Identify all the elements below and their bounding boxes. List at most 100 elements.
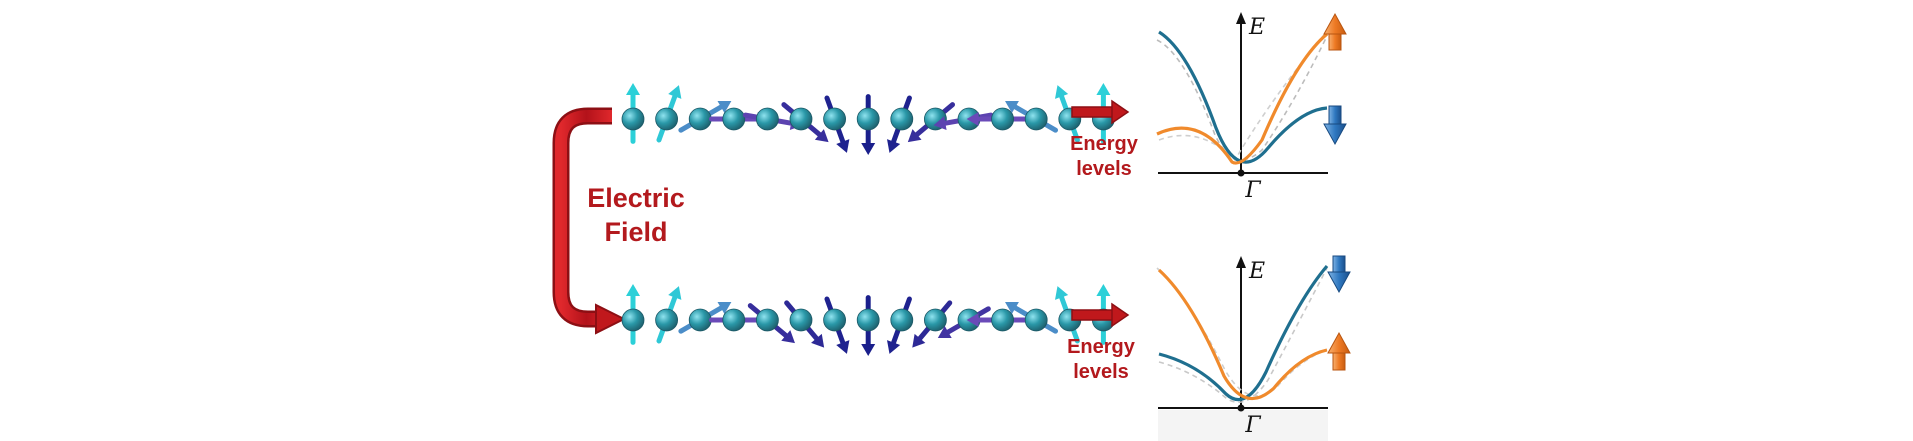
- spin-up-indicator-icon: [1323, 12, 1347, 51]
- spin-arrow-head: [626, 284, 640, 296]
- atom-sphere: [789, 107, 813, 131]
- field-label-line2: Field: [604, 217, 667, 247]
- spin-site: [784, 300, 825, 348]
- band-plot-top: E Γ: [1156, 12, 1347, 203]
- spin-site: [678, 301, 732, 334]
- spin-site: [887, 95, 914, 153]
- spin-site: [1005, 301, 1059, 334]
- spin-arrow-head: [1096, 284, 1111, 296]
- spin-arrow-head: [668, 85, 682, 99]
- band-up-reference: [1156, 267, 1327, 397]
- energy-label-top-line1: Energy: [1070, 133, 1139, 155]
- spin-site: [747, 303, 795, 344]
- gamma-label: Γ: [1244, 178, 1261, 203]
- spin-site: [856, 94, 880, 155]
- energy-label-bottom-line2: levels: [1073, 361, 1129, 383]
- spin-arrow-head: [1005, 301, 1019, 315]
- atom-sphere: [621, 308, 645, 332]
- atom-sphere: [1024, 308, 1048, 332]
- spin-arrow-head: [1096, 83, 1111, 95]
- atom-sphere: [890, 107, 914, 131]
- spin-site: [621, 284, 645, 345]
- spin-arrow-head: [717, 301, 732, 315]
- gamma-label: Γ: [1244, 413, 1261, 438]
- atom-sphere: [823, 308, 846, 332]
- energy-axis-arrowhead: [1236, 256, 1246, 268]
- atom-sphere: [856, 107, 880, 131]
- spin-site: [655, 286, 682, 344]
- spin-arrow-head: [668, 286, 682, 300]
- atom-sphere: [655, 107, 678, 131]
- spin-site: [966, 107, 1028, 131]
- spin-arrow-head: [966, 313, 979, 327]
- atom-sphere: [722, 107, 746, 131]
- energy-arrow-top: [1071, 99, 1130, 125]
- spin-arrow-head: [912, 333, 926, 348]
- atom-sphere: [688, 107, 712, 131]
- gamma-point-dot: [1237, 169, 1245, 177]
- gamma-point-dot: [1237, 404, 1245, 412]
- spin-arrow-head: [814, 129, 829, 143]
- spin-site: [655, 85, 682, 143]
- atom-sphere: [688, 308, 712, 332]
- spin-down-indicator-icon: [1323, 105, 1347, 146]
- spin-site: [966, 308, 1028, 332]
- spin-arrow-head: [937, 325, 952, 339]
- band-spin-up: [1157, 268, 1328, 401]
- spin-chain-bottom: [621, 284, 1115, 356]
- spin-site: [823, 95, 850, 153]
- spin-arrow-head: [907, 129, 922, 143]
- spin-site: [856, 295, 880, 356]
- spin-site: [912, 300, 953, 348]
- spin-site: [621, 83, 645, 144]
- band-up-reference: [1158, 29, 1329, 162]
- band-spin-up: [1156, 32, 1329, 165]
- spin-arrow-head: [836, 139, 850, 153]
- atom-sphere: [890, 308, 914, 332]
- spin-arrow-head: [887, 340, 901, 354]
- spin-up-indicator-icon: [1327, 331, 1351, 371]
- spin-arrow-head: [887, 139, 901, 153]
- spin-chain-top: [621, 83, 1115, 155]
- atom-sphere: [856, 308, 880, 332]
- energy-label-top-line2: levels: [1076, 158, 1132, 180]
- atom-sphere: [1024, 107, 1048, 131]
- atom-sphere: [756, 308, 779, 332]
- spin-arrow-head: [966, 112, 979, 126]
- atom-sphere: [991, 107, 1014, 131]
- atom-sphere: [621, 107, 645, 131]
- spin-arrow-head: [861, 143, 876, 155]
- energy-arrow-bottom: [1071, 302, 1130, 328]
- band-plot-bottom: E Γ: [1156, 255, 1351, 441]
- plot-footer-shade: [1158, 410, 1328, 441]
- spin-site: [1005, 100, 1059, 133]
- spin-arrow-head: [717, 100, 732, 114]
- field-label-line1: Electric: [587, 183, 685, 213]
- energy-label-bottom-line1: Energy: [1067, 336, 1136, 358]
- energy-axis-label: E: [1248, 259, 1265, 284]
- spin-site: [781, 102, 829, 143]
- electric-field-arrow: [552, 107, 627, 335]
- atom-sphere: [756, 107, 779, 131]
- spin-arrow-head: [1055, 286, 1069, 300]
- spin-arrow-head: [933, 116, 947, 131]
- atom-sphere: [991, 308, 1014, 332]
- spin-arrow-head: [861, 344, 876, 356]
- spin-arrow-head: [1005, 100, 1019, 114]
- spin-arrow-head: [1055, 85, 1069, 99]
- spin-arrow-head: [836, 340, 850, 354]
- band-down-reference: [1158, 267, 1328, 403]
- atom-sphere: [789, 308, 813, 332]
- atom-sphere: [655, 308, 678, 332]
- atom-sphere: [823, 107, 846, 131]
- band-spin-down: [1158, 264, 1329, 401]
- atom-sphere: [722, 308, 746, 332]
- spin-down-indicator-icon: [1327, 255, 1351, 294]
- spin-arrow-head: [811, 333, 825, 348]
- energy-axis-label: E: [1248, 15, 1265, 40]
- spin-site: [823, 296, 850, 354]
- spin-site: [887, 296, 914, 354]
- atom-sphere: [924, 308, 947, 332]
- energy-axis-arrowhead: [1236, 12, 1246, 24]
